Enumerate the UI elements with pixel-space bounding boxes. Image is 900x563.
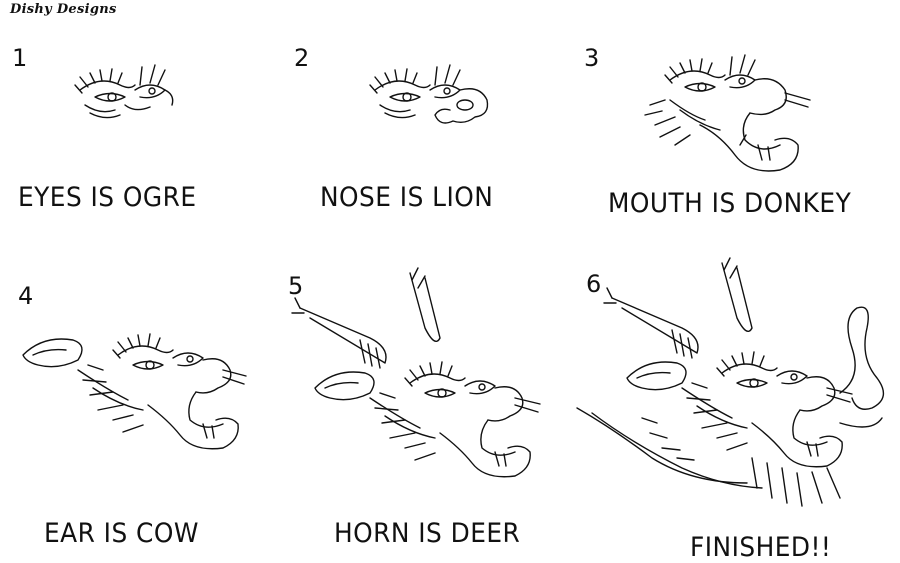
step-3-caption: MOUTH IS DONKEY bbox=[608, 188, 852, 219]
step-6-number: 6 bbox=[586, 270, 602, 298]
step-5-number: 5 bbox=[288, 272, 304, 300]
step-6-drawing bbox=[576, 257, 885, 507]
step-5-drawing bbox=[291, 267, 541, 478]
step-1-number: 1 bbox=[12, 44, 28, 72]
step-5-caption: HORN IS DEER bbox=[334, 518, 521, 549]
step-3-number: 3 bbox=[584, 44, 600, 72]
step-2-drawing bbox=[369, 64, 489, 124]
step-4-number: 4 bbox=[18, 282, 34, 310]
step-4-caption: EAR IS COW bbox=[44, 518, 199, 549]
step-2-caption: NOSE IS LION bbox=[320, 182, 494, 213]
step-4-drawing bbox=[22, 333, 247, 450]
step-1-drawing bbox=[74, 64, 174, 119]
artist-signature: Dishy Designs bbox=[10, 2, 117, 17]
step-6-caption: FINISHED!! bbox=[690, 532, 832, 563]
step-2-number: 2 bbox=[294, 44, 310, 72]
step-1-caption: EYES IS OGRE bbox=[18, 182, 197, 213]
step-3-drawing bbox=[644, 54, 811, 172]
